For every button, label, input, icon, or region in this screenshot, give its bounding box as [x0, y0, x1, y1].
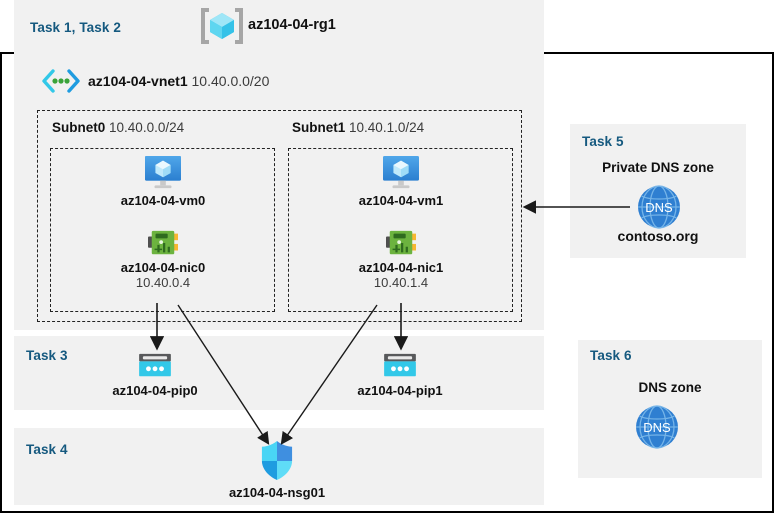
- dns-zone-globe-icon: DNS: [634, 404, 680, 455]
- network-interface-icon: [386, 230, 416, 255]
- nic0-node: az104-04-nic0 10.40.0.4: [108, 228, 218, 291]
- task6-panel: [578, 340, 762, 478]
- task3-panel: [14, 336, 544, 410]
- virtual-machine-icon: [383, 155, 419, 189]
- network-security-group-shield-icon: [261, 441, 293, 480]
- public-ip-address-icon: [139, 353, 171, 377]
- nic0-ip: 10.40.0.4: [135, 275, 191, 290]
- private-dns-zone-heading: Private DNS zone: [602, 160, 714, 175]
- virtual-machine-icon: [145, 155, 181, 189]
- subnet1-cidr: 10.40.1.0/24: [349, 120, 425, 135]
- private-dns-zone-name: contoso.org: [617, 228, 699, 244]
- subnet0-box: [50, 148, 275, 312]
- pip1-name: az104-04-pip1: [357, 383, 443, 398]
- pip1-node: az104-04-pip1: [345, 352, 455, 398]
- subnet1-title: Subnet1 10.40.1.0/24: [292, 120, 424, 135]
- resource-group-name: az104-04-rg1: [248, 17, 336, 33]
- task-label-4: Task 4: [26, 442, 68, 457]
- dns-zone-heading: DNS zone: [638, 380, 702, 395]
- subnets-container: [37, 110, 522, 322]
- virtual-network-icon: [40, 68, 82, 99]
- vnet-title: az104-04-vnet1 10.40.0.0/20: [88, 73, 269, 89]
- pip0-node: az104-04-pip0: [100, 352, 210, 398]
- nic1-node: az104-04-nic1 10.40.1.4: [346, 228, 456, 291]
- dns-icon-text: DNS: [645, 200, 673, 215]
- task-label-6: Task 6: [590, 348, 632, 363]
- task-label-3: Task 3: [26, 348, 68, 363]
- vm0-name: az104-04-vm0: [120, 193, 206, 208]
- subnet0-cidr: 10.40.0.0/24: [109, 120, 185, 135]
- vnet-cidr: 10.40.0.0/20: [191, 73, 270, 89]
- vm1-name: az104-04-vm1: [358, 193, 444, 208]
- vnet-name: az104-04-vnet1: [88, 73, 188, 89]
- nic1-ip: 10.40.1.4: [373, 275, 429, 290]
- task-label-1-2: Task 1, Task 2: [30, 20, 121, 35]
- resource-group-icon: [200, 6, 244, 51]
- vm1-node: az104-04-vm1: [346, 155, 456, 208]
- subnet1-name: Subnet1: [292, 120, 346, 135]
- nsg-name: az104-04-nsg01: [228, 485, 326, 500]
- subnet0-name: Subnet0: [52, 120, 106, 135]
- network-interface-icon: [148, 230, 178, 255]
- subnet0-title: Subnet0 10.40.0.0/24: [52, 120, 184, 135]
- nic0-name: az104-04-nic0: [120, 260, 206, 275]
- vm0-node: az104-04-vm0: [108, 155, 218, 208]
- nic1-name: az104-04-nic1: [358, 260, 444, 275]
- dns-icon-text: DNS: [643, 420, 671, 435]
- public-ip-address-icon: [384, 353, 416, 377]
- private-dns-zone-globe-icon: DNS: [636, 184, 682, 235]
- pip0-name: az104-04-pip0: [112, 383, 198, 398]
- task-label-5: Task 5: [582, 134, 624, 149]
- vnet-panel: [14, 52, 544, 330]
- nsg-node: az104-04-nsg01: [222, 440, 332, 500]
